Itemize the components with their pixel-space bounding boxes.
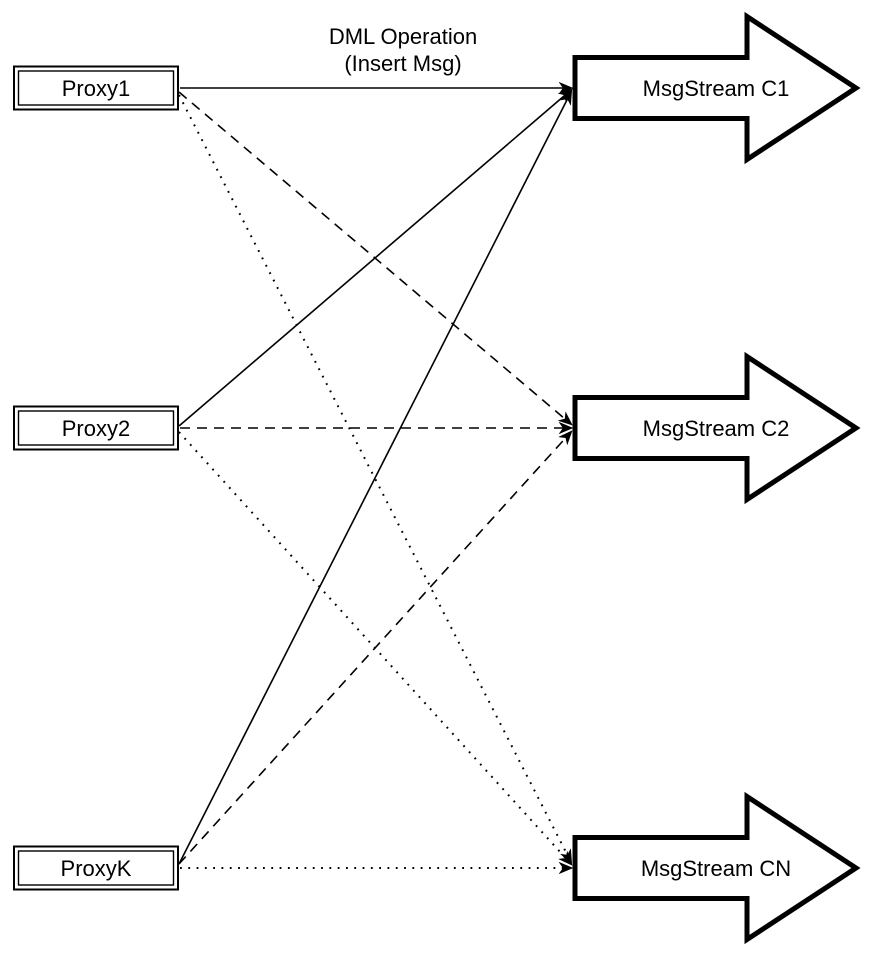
edge-label-line1: DML Operation (329, 24, 477, 49)
proxy1-label: Proxy1 (62, 76, 130, 101)
edge-label-line2: (Insert Msg) (344, 51, 461, 76)
proxy2-box-inner (17, 410, 175, 446)
edge-proxy1-to-msgstream-c2 (178, 91, 571, 424)
proxy2-label: Proxy2 (62, 416, 130, 441)
msgstream-c2-label: MsgStream C2 (643, 416, 790, 441)
node-msgstream-c1: MsgStream C1 (572, 11, 861, 165)
block-arrow-shape-c2 (572, 351, 861, 505)
edge-proxyk-to-msgstream-c1 (178, 92, 571, 865)
proxy1-box-inner (17, 70, 175, 106)
msgstream-cn-label: MsgStream CN (641, 856, 791, 881)
block-arrow-shape-c1 (572, 11, 861, 165)
proxyk-label: ProxyK (61, 856, 132, 881)
edges (178, 88, 571, 868)
proxyk-box-inner (17, 850, 175, 886)
node-proxyk: ProxyK (13, 845, 179, 891)
block-arrow-shape-cn (572, 791, 861, 945)
node-msgstream-cn: MsgStream CN (572, 791, 861, 945)
edge-label-dml-operation: DML Operation (Insert Msg) (329, 24, 477, 76)
node-msgstream-c2: MsgStream C2 (572, 351, 861, 505)
node-proxy1: Proxy1 (13, 65, 179, 111)
node-proxy2: Proxy2 (13, 405, 179, 451)
msgstream-c1-label: MsgStream C1 (643, 76, 790, 101)
edge-proxy2-to-msgstream-cn (178, 431, 571, 864)
